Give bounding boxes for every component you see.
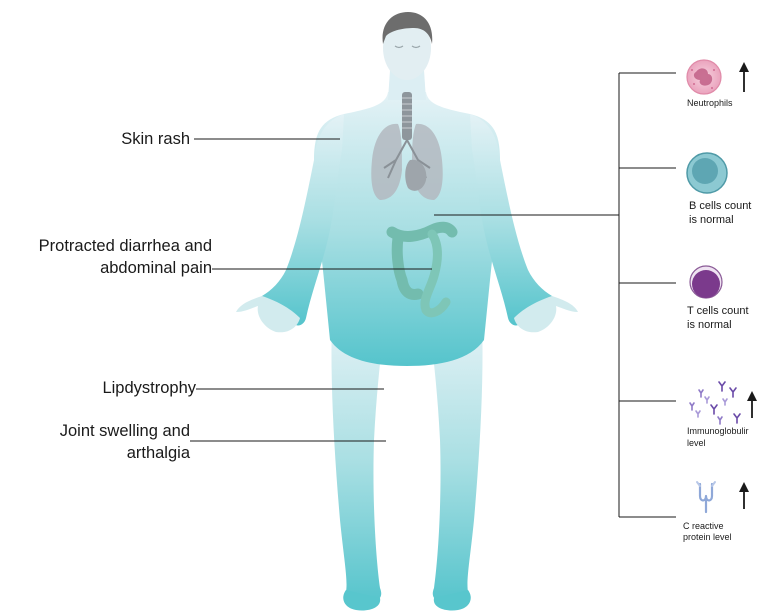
human-body-figure bbox=[236, 12, 578, 611]
crp-up-arrow-icon bbox=[739, 482, 749, 509]
lipodystrophy-label: Lipdystrophy bbox=[102, 378, 196, 398]
neutrophil-cell-icon bbox=[687, 60, 721, 94]
immunoglobulin-up-arrow-icon bbox=[747, 391, 757, 418]
immunoglobulin-icon bbox=[690, 382, 740, 424]
neutrophils-up-arrow-icon bbox=[739, 62, 749, 92]
immunoglobulin-label-line2: level bbox=[687, 437, 706, 450]
diarrhea-label-line2: abdominal pain bbox=[100, 258, 212, 278]
crp-label-line2: protein level bbox=[683, 531, 732, 544]
t-cells-label-line1: T cells count bbox=[687, 305, 749, 318]
t-cells-label-line2: is normal bbox=[687, 319, 732, 332]
c-reactive-protein-icon bbox=[697, 482, 715, 512]
t-cell-icon bbox=[690, 266, 722, 298]
joint-swelling-label-line1: Joint swelling and bbox=[60, 421, 190, 441]
b-cells-label-line2: is normal bbox=[689, 214, 734, 227]
joint-swelling-label-line2: arthalgia bbox=[127, 443, 190, 463]
neutrophils-label: Neutrophils bbox=[687, 97, 733, 110]
skin-rash-label: Skin rash bbox=[121, 129, 190, 149]
b-cell-icon bbox=[687, 153, 727, 193]
diarrhea-label-line1: Protracted diarrhea and bbox=[39, 236, 212, 256]
b-cells-label-line1: B cells count bbox=[689, 200, 751, 213]
